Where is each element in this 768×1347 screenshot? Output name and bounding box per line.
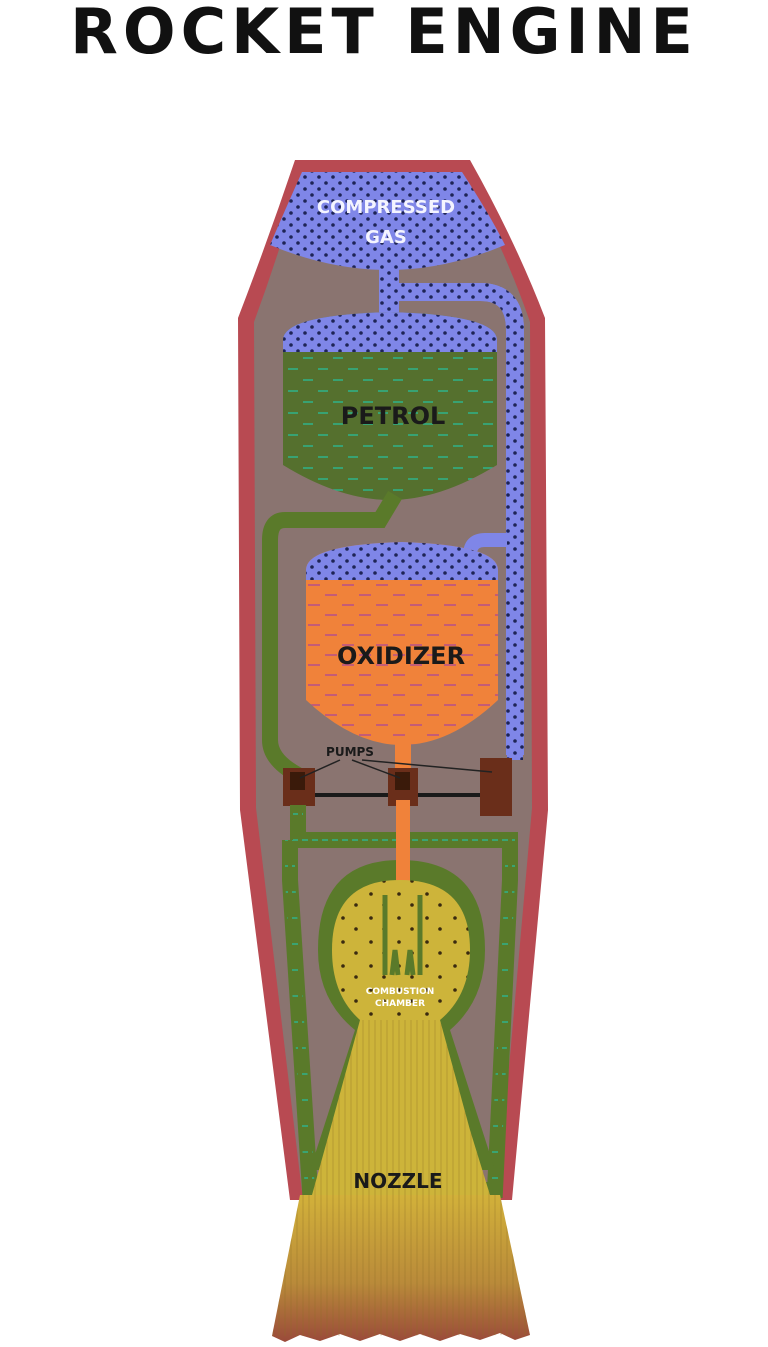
combustion-chamber xyxy=(332,880,470,1020)
petrol-tank xyxy=(283,312,497,500)
fuel-pipe xyxy=(262,490,402,783)
oxidizer-pipe xyxy=(395,740,411,770)
injector xyxy=(382,895,423,976)
page-title: ROCKET ENGINE xyxy=(70,0,698,68)
label-combustion-2: CHAMBER xyxy=(375,999,425,1009)
oxidizer-tank xyxy=(306,542,498,745)
label-combustion-1: COMBUSTION xyxy=(366,987,435,997)
label-compressed-gas-1: COMPRESSED xyxy=(317,197,455,218)
label-oxidizer: OXIDIZER xyxy=(337,642,465,670)
label-pumps: PUMPS xyxy=(326,745,374,759)
compressed-gas-tank xyxy=(270,172,505,270)
label-nozzle: NOZZLE xyxy=(353,1169,442,1193)
label-compressed-gas-2: GAS xyxy=(365,227,407,248)
gas-pipe-petrol xyxy=(379,265,399,325)
pump-gas xyxy=(480,758,512,816)
label-petrol: PETROL xyxy=(341,402,446,430)
